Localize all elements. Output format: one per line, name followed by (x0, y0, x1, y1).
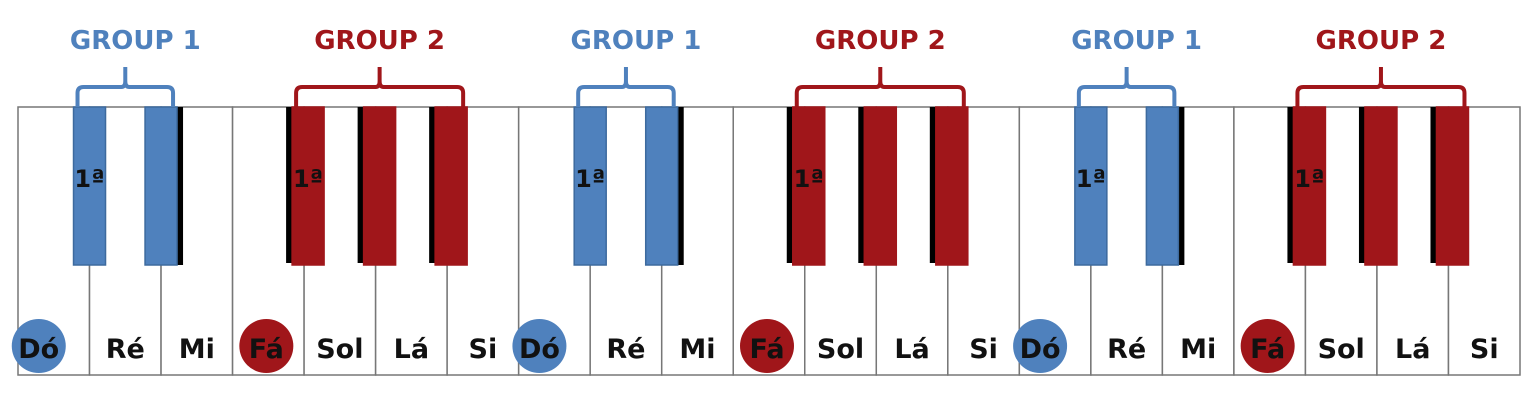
black-key-shadow (1287, 107, 1295, 263)
note-label: Fá (249, 334, 284, 365)
note-label: Dó (18, 334, 59, 365)
first-key-marker: 1ª (575, 165, 605, 193)
group-label: GROUP 2 (815, 26, 946, 56)
group-bracket (1295, 67, 1467, 107)
black-key-group2 (1292, 106, 1327, 266)
group-bracket (75, 67, 176, 107)
note-label: Si (969, 334, 998, 365)
black-key-group2 (291, 106, 325, 266)
note-label: Lá (1395, 334, 1430, 365)
black-key-shadow (1430, 107, 1438, 263)
black-key-group2 (434, 106, 468, 266)
note-label: Lá (894, 334, 929, 365)
group-label: GROUP 1 (70, 26, 201, 56)
black-key-group1 (1074, 106, 1108, 266)
highlighted-note-circle (512, 319, 567, 373)
note-label: Sol (1318, 334, 1365, 365)
black-key-group2 (362, 106, 397, 266)
first-key-marker: 1ª (1294, 165, 1324, 193)
note-label: Lá (394, 334, 429, 365)
group-label: GROUP 2 (1316, 26, 1447, 56)
black-key-group2 (792, 106, 826, 266)
black-key-group2 (1435, 106, 1470, 266)
black-key-shadow (1358, 107, 1366, 263)
note-label: Ré (1107, 334, 1146, 365)
note-label: Dó (1020, 334, 1061, 365)
black-key-group2 (863, 106, 898, 266)
note-label: Ré (106, 334, 145, 365)
black-key-group2 (1364, 106, 1398, 266)
highlighted-note-circle (740, 319, 794, 373)
note-label: Sol (316, 334, 363, 365)
black-key-shadow (677, 107, 684, 265)
black-key-group1 (72, 106, 107, 266)
black-key-shadow (286, 107, 294, 263)
highlighted-note-circle (1013, 319, 1068, 373)
highlighted-note-circle (11, 319, 66, 373)
note-label: Si (469, 334, 498, 365)
black-key-shadow (357, 107, 365, 263)
note-label: Mi (1180, 334, 1216, 365)
note-label: Mi (679, 334, 715, 365)
group-bracket (576, 67, 676, 107)
black-key-shadow (1178, 107, 1185, 265)
note-label: Si (1470, 334, 1499, 365)
first-key-marker: 1ª (794, 165, 824, 193)
group-label: GROUP 2 (314, 26, 445, 56)
black-key-shadow (786, 107, 794, 263)
note-label: Ré (606, 334, 645, 365)
note-label: Sol (817, 334, 864, 365)
group-bracket (1076, 67, 1177, 107)
black-key-group1 (573, 106, 607, 266)
note-label: Fá (1250, 334, 1285, 365)
black-key-group1 (144, 106, 178, 266)
note-label: Mi (179, 334, 215, 365)
note-label: Fá (749, 334, 784, 365)
black-key-group2 (935, 106, 969, 266)
first-key-marker: 1ª (293, 165, 323, 193)
note-label: Dó (519, 334, 560, 365)
black-key-shadow (177, 107, 184, 265)
black-key-shadow (858, 107, 866, 263)
black-key-group1 (1145, 106, 1180, 266)
black-key-shadow (429, 107, 437, 263)
group-bracket (794, 67, 966, 107)
highlighted-note-circle (1240, 319, 1295, 373)
group-label: GROUP 1 (1071, 26, 1202, 56)
highlighted-note-circle (239, 319, 294, 373)
group-bracket (294, 67, 466, 107)
first-key-marker: 1ª (1076, 165, 1106, 193)
group-label: GROUP 1 (571, 26, 702, 56)
black-key-shadow (929, 107, 937, 263)
black-key-group1 (644, 106, 679, 266)
first-key-marker: 1ª (74, 165, 104, 193)
